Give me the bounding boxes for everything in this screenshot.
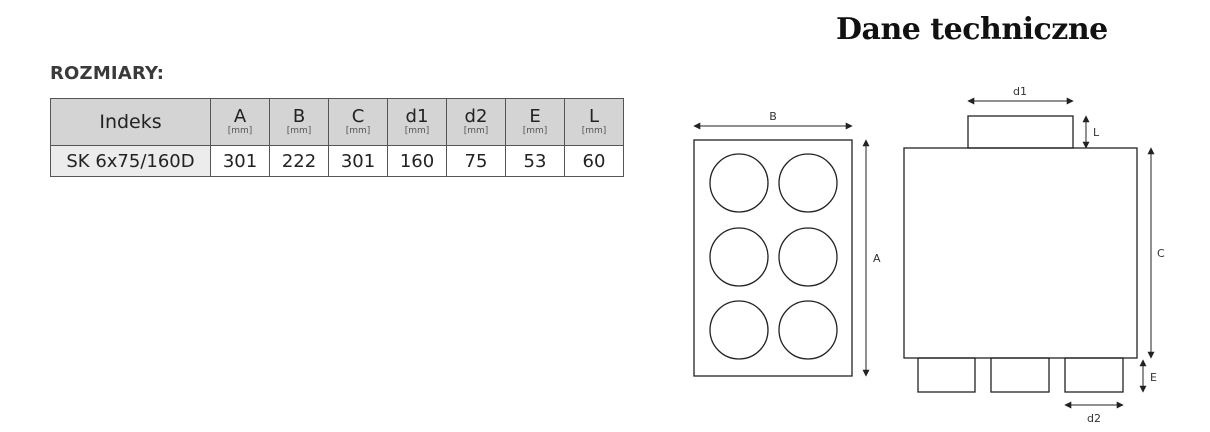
label-c: C <box>1157 247 1165 260</box>
header-d1-unit: [mm] <box>404 125 430 136</box>
header-d1-label: d1 <box>405 105 429 127</box>
header-a-label: A <box>233 105 247 127</box>
front-box-outline <box>693 139 853 377</box>
header-e-unit: [mm] <box>522 125 548 136</box>
header-e-label: E <box>529 105 541 127</box>
header-a-unit: [mm] <box>227 125 253 136</box>
header-l: L [mm] <box>564 98 624 146</box>
side-box-outline <box>903 147 1138 359</box>
table-header-row: Indeks A [mm] B [mm] C [mm] d1 [mm] d2 [… <box>50 98 624 146</box>
table-row: SK 6x75/160D 301 222 301 160 75 53 60 <box>50 145 624 177</box>
header-b-label: B <box>292 105 306 127</box>
header-l-label: L <box>588 105 600 127</box>
outlet-circle <box>778 300 838 360</box>
bottom-spigot-outline <box>917 357 976 393</box>
header-c-unit: [mm] <box>345 125 371 136</box>
header-indeks: Indeks <box>50 98 211 146</box>
outlet-circle <box>709 227 769 287</box>
cell-e: 53 <box>505 145 565 177</box>
header-d2-unit: [mm] <box>463 125 489 136</box>
row-index: SK 6x75/160D <box>50 145 211 177</box>
cell-a: 301 <box>210 145 270 177</box>
outlet-circle <box>778 227 838 287</box>
label-d2: d2 <box>1087 412 1101 425</box>
cell-l: 60 <box>564 145 624 177</box>
outlet-circle <box>709 300 769 360</box>
label-d1: d1 <box>1013 85 1027 98</box>
label-a: A <box>873 252 881 265</box>
top-spigot-outline <box>967 115 1074 149</box>
page-title: Dane techniczne <box>836 12 1108 47</box>
header-b-unit: [mm] <box>286 125 312 136</box>
header-c-label: C <box>351 105 365 127</box>
label-e: E <box>1150 371 1157 384</box>
front-view: B A <box>693 110 881 377</box>
header-l-unit: [mm] <box>581 125 607 136</box>
cell-b: 222 <box>269 145 329 177</box>
header-c: C [mm] <box>328 98 388 146</box>
bottom-spigot-outline <box>1064 357 1124 393</box>
header-a: A [mm] <box>210 98 270 146</box>
cell-c: 301 <box>328 145 388 177</box>
side-view: d1 L C E d2 <box>903 85 1165 425</box>
section-heading: ROZMIARY: <box>50 63 165 84</box>
cell-d1: 160 <box>387 145 447 177</box>
outlet-circle <box>778 153 838 213</box>
bottom-spigot-outline <box>990 357 1050 393</box>
label-b: B <box>769 110 777 123</box>
cell-d2: 75 <box>446 145 506 177</box>
header-e: E [mm] <box>505 98 565 146</box>
header-b: B [mm] <box>269 98 329 146</box>
dimensions-table: Indeks A [mm] B [mm] C [mm] d1 [mm] d2 [… <box>50 98 624 177</box>
header-d1: d1 [mm] <box>387 98 447 146</box>
label-l: L <box>1093 126 1100 139</box>
header-d2: d2 [mm] <box>446 98 506 146</box>
outlet-circle <box>709 153 769 213</box>
header-d2-label: d2 <box>464 105 488 127</box>
